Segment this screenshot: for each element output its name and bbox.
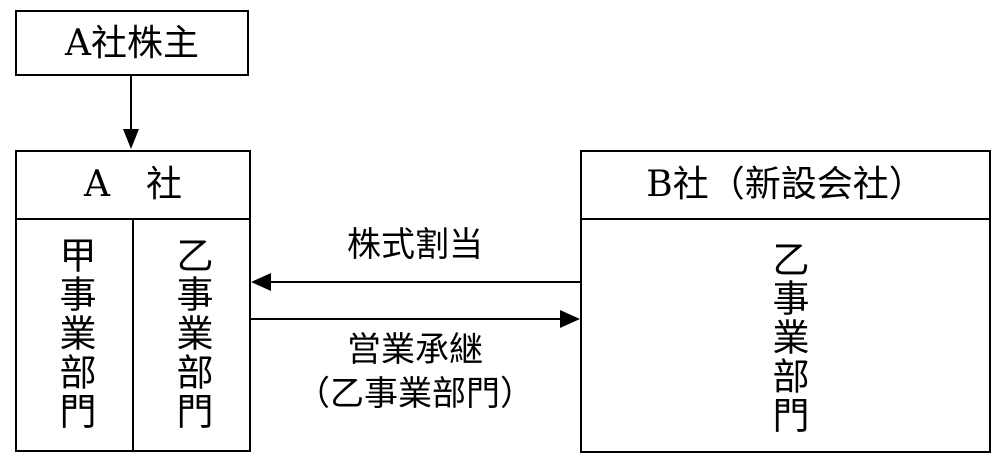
company-b-header: B社（新設会社）	[582, 152, 989, 220]
company-b-division: 乙事業部門	[766, 240, 809, 435]
share-allotment-arrow	[251, 273, 580, 291]
company-a-header: A 社	[17, 152, 249, 220]
company-a-right-division: 乙事業部門	[170, 236, 213, 431]
company-b-title: B社（新設会社）	[646, 164, 925, 205]
shareholder-box: A社株主	[15, 10, 249, 76]
company-a-title: A 社	[84, 164, 182, 205]
business-succession-label: 営業承継	[347, 330, 483, 370]
business-succession-arrow	[251, 310, 580, 328]
shareholder-arrow-head	[123, 129, 139, 149]
company-a-left-division: 甲事業部門	[53, 236, 96, 431]
share-allotment-arrow-head	[251, 273, 271, 291]
business-succession-sub-label: （乙事業部門）	[296, 374, 534, 414]
shareholder-to-company-a-arrow	[123, 76, 139, 149]
business-succession-arrow-head	[560, 310, 580, 328]
shareholder-label: A社株主	[65, 23, 199, 64]
company-a-box: A 社 甲事業部門 乙事業部門	[15, 150, 251, 452]
company-b-box: B社（新設会社） 乙事業部門	[580, 150, 991, 453]
share-allotment-label: 株式割当	[347, 225, 483, 265]
company-a-column-divider	[132, 220, 134, 450]
